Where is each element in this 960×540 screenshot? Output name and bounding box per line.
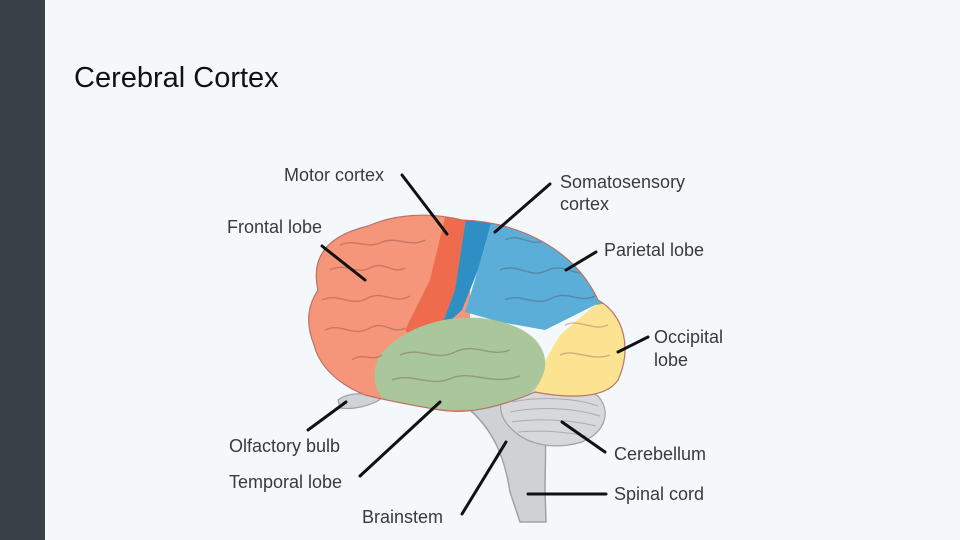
label-olfactory-bulb: Olfactory bulb — [229, 436, 340, 456]
leader-frontal-lobe — [320, 244, 367, 282]
label-spinal-cord: Spinal cord — [614, 484, 704, 504]
label-occipital-2: lobe — [654, 350, 688, 370]
leader-cerebellum — [560, 420, 607, 454]
leader-somatosensory — [493, 182, 552, 234]
temporal-lobe-shape — [374, 317, 546, 410]
leader-temporal-lobe — [358, 400, 442, 478]
cerebellum-folds — [509, 398, 601, 437]
label-somatosensory-2: cortex — [560, 194, 609, 214]
brain-outline — [308, 214, 626, 412]
label-frontal-lobe: Frontal lobe — [227, 217, 322, 237]
label-cerebellum: Cerebellum — [614, 444, 706, 464]
leader-parietal-lobe — [564, 250, 598, 272]
somatosensory-cortex-shape — [440, 215, 495, 330]
label-occipital-1: Occipital — [654, 327, 723, 347]
leader-occipital-lobe — [616, 335, 650, 354]
cerebrum — [308, 215, 626, 412]
slide-title: Cerebral Cortex — [74, 62, 279, 94]
leader-brainstem — [460, 440, 508, 516]
label-motor-cortex: Motor cortex — [284, 165, 384, 185]
motor-cortex-shape — [405, 215, 468, 345]
cortex-gyri — [321, 237, 611, 383]
slide-sidebar-bar — [0, 0, 45, 540]
label-brainstem: Brainstem — [362, 507, 443, 527]
leader-olfactory-bulb — [306, 400, 348, 432]
leader-motor-cortex — [400, 173, 449, 236]
label-somatosensory-1: Somatosensory — [560, 172, 685, 192]
parietal-lobe-shape — [465, 215, 626, 330]
label-parietal-lobe: Parietal lobe — [604, 240, 704, 260]
label-temporal-lobe: Temporal lobe — [229, 472, 342, 492]
